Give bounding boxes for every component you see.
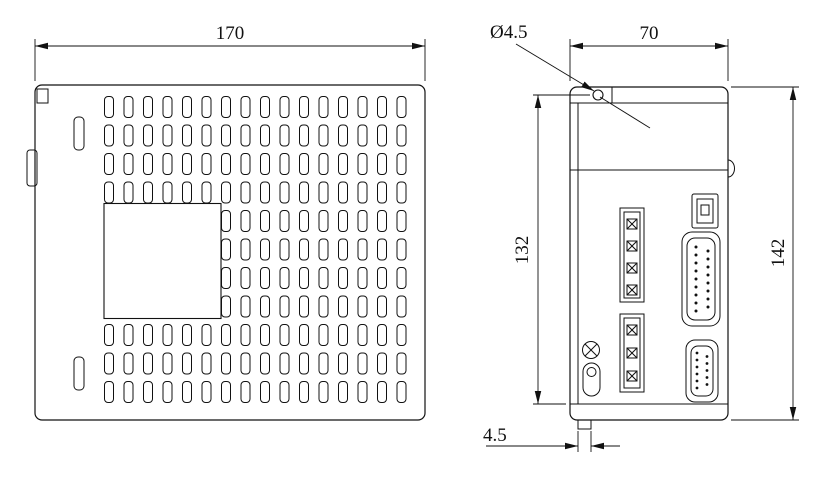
front-view-outline xyxy=(569,86,729,421)
pin-field xyxy=(694,245,710,313)
terminal-outer xyxy=(619,313,645,393)
mount-slot-top xyxy=(73,116,85,151)
side-clip xyxy=(26,149,38,187)
hole-dia-label: Ø4.5 xyxy=(490,22,527,43)
terminal-connector-upper xyxy=(619,207,645,303)
cable-clamp xyxy=(582,362,601,397)
mount-slot-bottom xyxy=(73,356,85,391)
hole-callout xyxy=(515,43,651,129)
terminal-outer xyxy=(619,207,645,303)
pin-field xyxy=(695,351,709,390)
terminal-inner xyxy=(623,211,641,299)
dsub-inner xyxy=(686,237,716,321)
clamp-hole xyxy=(586,367,597,377)
leader-line-tail xyxy=(599,96,651,129)
bottom-tab xyxy=(577,420,592,430)
label-plate xyxy=(103,202,222,320)
usb-connector xyxy=(691,193,719,229)
usb-inner xyxy=(696,198,714,224)
dim-height-132 xyxy=(533,94,590,405)
terminal-pins xyxy=(626,218,638,296)
ground-screw xyxy=(582,341,600,359)
mounting-hole xyxy=(592,89,604,101)
dim-height-142 xyxy=(731,86,799,421)
dim-tab-4p5 xyxy=(486,431,620,452)
screw-head xyxy=(582,341,600,359)
corner-tab xyxy=(36,88,49,104)
dim-170-label: 170 xyxy=(216,23,245,44)
dsub-inner xyxy=(690,345,714,397)
dim-132-label: 132 xyxy=(512,236,533,265)
dsub-connector-large xyxy=(681,231,721,327)
terminal-pins xyxy=(626,324,638,382)
dsub-outer xyxy=(685,339,719,403)
dim-4p5-label: 4.5 xyxy=(483,425,507,446)
terminal-connector-lower xyxy=(619,313,645,393)
usb-pin xyxy=(700,204,710,216)
dim-width-70 xyxy=(569,39,729,81)
clamp-body xyxy=(582,362,601,397)
side-view xyxy=(26,84,426,421)
side-bump xyxy=(727,159,735,178)
leader-line xyxy=(515,43,595,92)
dsub-connector-small xyxy=(685,339,719,403)
terminal-inner xyxy=(623,317,641,389)
dim-70-label: 70 xyxy=(640,23,659,44)
dim-width-170 xyxy=(34,39,426,81)
usb-outer xyxy=(691,193,719,229)
front-view xyxy=(569,86,735,430)
dim-142-label: 142 xyxy=(768,239,789,268)
dsub-outer xyxy=(681,231,721,327)
